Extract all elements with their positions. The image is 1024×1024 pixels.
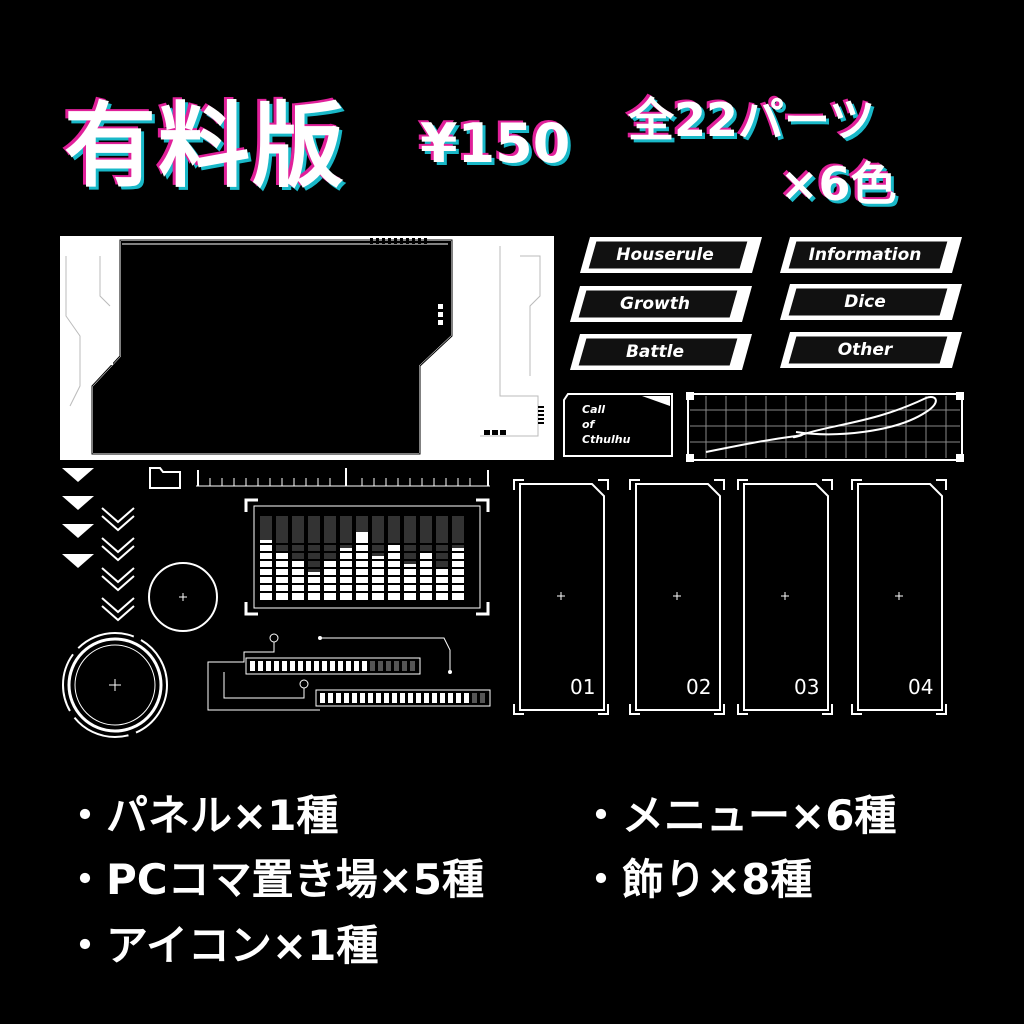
- feature-menu: ・メニュー×6種: [580, 791, 897, 840]
- menu-button-frame: [780, 332, 962, 368]
- color-count-label: ×6色: [780, 157, 897, 211]
- pc-card-number: 03: [794, 675, 819, 699]
- coc-line2: of: [582, 418, 596, 431]
- menu-button-label: Dice: [844, 292, 886, 312]
- pc-card-number: 01: [570, 675, 595, 699]
- feature-panel: ・パネル×1種: [64, 791, 339, 840]
- pc-card-01: 01: [513, 479, 609, 715]
- pc-card-number: 02: [686, 675, 711, 699]
- target-ring-icon: [62, 632, 168, 738]
- menu-button-houserule[interactable]: Houserule: [580, 237, 762, 273]
- ruler-decoration: [196, 468, 490, 487]
- main-panel: [60, 236, 554, 460]
- price-label: ¥150: [420, 112, 571, 175]
- menu-button-label: Growth: [620, 294, 690, 314]
- menu-button-frame: [580, 237, 762, 273]
- menu-button-growth[interactable]: Growth: [570, 286, 752, 322]
- menu-button-information[interactable]: Information: [780, 237, 962, 273]
- menu-button-other[interactable]: Other: [780, 332, 962, 368]
- menu-button-frame: [570, 286, 752, 322]
- pc-card-04: 04: [851, 479, 947, 715]
- product-title: 有料版: [64, 93, 347, 200]
- parts-count-label: 全22パーツ: [628, 93, 876, 147]
- coc-logo-card: Call of Cthulhu: [563, 393, 673, 457]
- crosshair-circle-icon: [148, 562, 218, 632]
- menu-button-label: Other: [837, 340, 893, 360]
- menu-button-frame: [780, 284, 962, 320]
- menu-button-label: Information: [808, 245, 922, 265]
- folder-icon: [149, 467, 181, 489]
- pc-card-03: 03: [737, 479, 833, 715]
- feature-decoration: ・飾り×8種: [580, 855, 813, 904]
- equalizer-decoration: [244, 498, 490, 616]
- menu-button-frame: [570, 334, 752, 370]
- pc-card-number: 04: [908, 675, 933, 699]
- coc-line3: Cthulhu: [582, 433, 631, 446]
- menu-button-label: Battle: [625, 342, 685, 362]
- grid-wave-decoration: [686, 392, 964, 462]
- menu-button-dice[interactable]: Dice: [780, 284, 962, 320]
- coc-line1: Call: [582, 403, 605, 416]
- menu-button-battle[interactable]: Battle: [570, 334, 752, 370]
- chevron-down-icon: [62, 468, 94, 568]
- feature-icon: ・アイコン×1種: [64, 921, 379, 970]
- pc-card-02: 02: [629, 479, 725, 715]
- menu-button-frame: [780, 237, 962, 273]
- feature-pc-space: ・PCコマ置き場×5種: [64, 855, 485, 904]
- menu-button-label: Houserule: [616, 245, 714, 265]
- chevron-down-icon: [101, 507, 135, 622]
- circuit-bars-decoration: [207, 633, 491, 711]
